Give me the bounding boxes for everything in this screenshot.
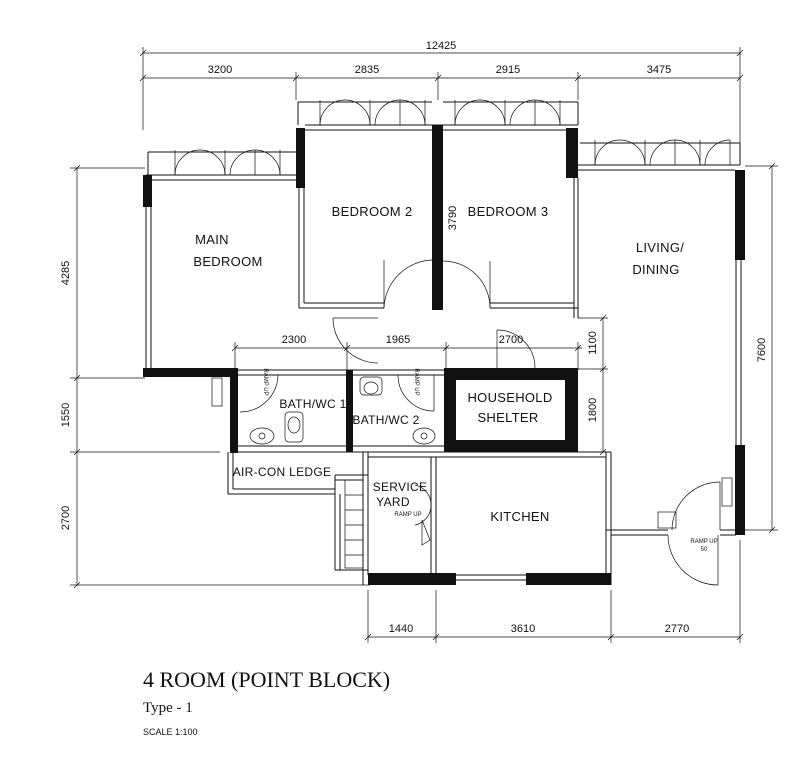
dim-left-1: 4285 (60, 261, 72, 285)
label-service-2: YARD (376, 495, 410, 509)
ramp-entry-value: 50 (701, 547, 708, 553)
label-service-1: SERVICE (373, 480, 428, 494)
windows (147, 99, 741, 176)
plan-type: Type - 1 (143, 700, 193, 716)
label-bath-1: BATH/WC 1 (279, 397, 346, 411)
dim-top-3: 2915 (496, 64, 520, 76)
label-main-bedroom-2: BEDROOM (193, 254, 262, 269)
room-labels: MAIN BEDROOM BEDROOM 2 BEDROOM 3 LIVING/… (193, 204, 684, 524)
dim-bed3-h: 3790 (447, 206, 459, 230)
fixtures (211, 376, 733, 569)
dim-shelter-h: 1800 (587, 398, 599, 422)
label-shelter-1: HOUSEHOLD (467, 390, 552, 405)
dim-bottom-1: 1440 (389, 623, 413, 635)
dim-top-2: 2835 (355, 64, 379, 76)
label-bath-2: BATH/WC 2 (352, 413, 419, 427)
label-aircon-ledge: AIR-CON LEDGE (233, 465, 332, 479)
label-living-1: LIVING/ (636, 240, 684, 255)
label-living-2: DINING (632, 262, 679, 277)
dim-mid-3: 2700 (499, 334, 523, 346)
dim-bottom-3: 2770 (665, 623, 689, 635)
dim-top-1: 3200 (208, 64, 232, 76)
label-main-bedroom-1: MAIN (195, 232, 229, 247)
ramp-yard-label: RAMP UP (394, 512, 421, 518)
title-block: 4 ROOM (POINT BLOCK) Type - 1 SCALE 1:10… (143, 667, 390, 737)
dim-bottom-2: 3610 (511, 623, 535, 635)
dim-mid-2: 1965 (386, 334, 410, 346)
ramp-labels: RAMP UP RAMP UP 50 RAMP UP RAMP UP (262, 368, 718, 553)
top-dimensions: 12425 3200 2835 2915 3475 (139, 40, 744, 160)
label-kitchen: KITCHEN (490, 509, 549, 524)
internal-dimensions: 2300 1965 2700 1100 1800 3790 (231, 206, 608, 456)
ramp-bath2-label: RAMP UP (413, 368, 419, 395)
plan-title: 4 ROOM (POINT BLOCK) (143, 667, 390, 692)
ramp-entry-label: RAMP UP (690, 539, 717, 545)
bottom-dimensions: 1440 3610 2770 (364, 540, 744, 643)
label-bedroom-2: BEDROOM 2 (332, 204, 413, 219)
doors (239, 259, 721, 586)
plan-scale: SCALE 1:100 (143, 727, 198, 737)
dim-left-2: 1550 (60, 403, 72, 427)
left-dimensions: 4285 1550 2700 (60, 164, 370, 589)
dim-right-1: 7600 (756, 338, 768, 362)
dim-top-4: 3475 (647, 64, 671, 76)
dim-mid-1: 2300 (282, 334, 306, 346)
dim-left-3: 2700 (60, 506, 72, 530)
ramp-bath1-label: RAMP UP (262, 368, 268, 395)
walls (143, 124, 745, 585)
label-bedroom-3: BEDROOM 3 (468, 204, 549, 219)
dim-top-total: 12425 (426, 40, 457, 52)
label-shelter-2: SHELTER (477, 410, 538, 425)
dim-mid-4: 1100 (587, 331, 599, 355)
right-dimensions: 7600 (745, 162, 778, 534)
